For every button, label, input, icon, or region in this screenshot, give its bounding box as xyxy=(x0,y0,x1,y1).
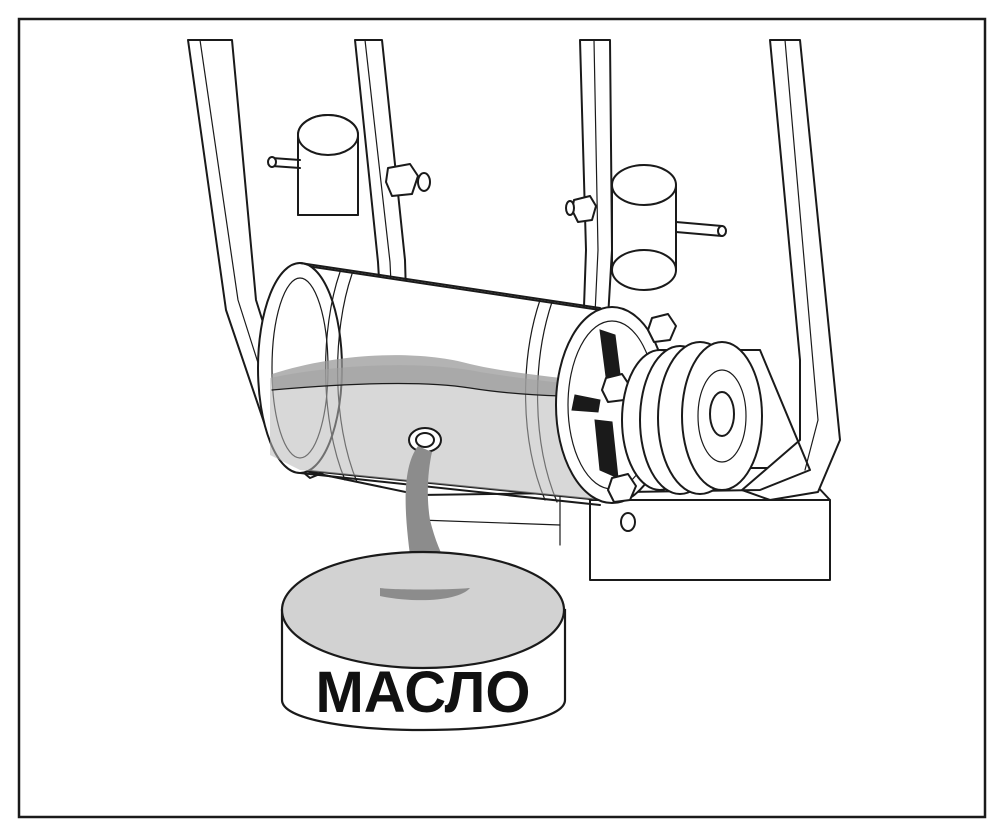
border-frame xyxy=(17,17,987,819)
oil-stream xyxy=(380,446,470,590)
right-mount-boss xyxy=(611,164,727,291)
arm-bolts xyxy=(385,163,597,223)
pan-label: МАСЛО xyxy=(315,660,530,725)
left-mount-boss xyxy=(267,114,359,216)
oil-pan: МАСЛО xyxy=(280,550,567,732)
double-groove-pulley xyxy=(621,341,763,495)
drain-hole xyxy=(408,427,442,453)
